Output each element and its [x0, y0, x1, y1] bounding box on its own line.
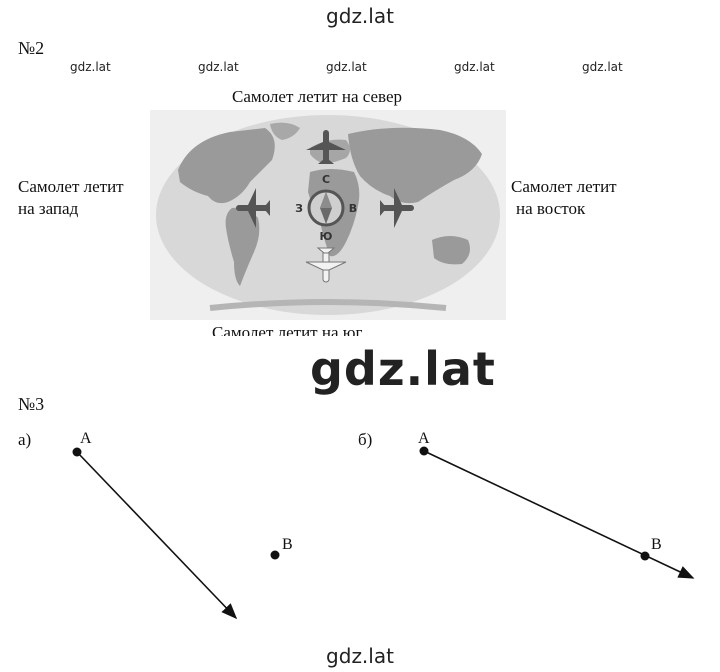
- label-b-b: B: [651, 536, 662, 553]
- caption-west: Самолет летит на запад: [18, 176, 124, 220]
- caption-east-line-2: на восток: [516, 199, 586, 218]
- compass-e: В: [349, 202, 357, 215]
- caption-south-cover: [200, 336, 420, 344]
- plane-west-icon: [236, 188, 270, 228]
- greenland: [270, 122, 300, 140]
- world-map-graphic: С З В Ю: [156, 115, 500, 315]
- antarctica: [209, 299, 447, 311]
- label-a-a: A: [80, 430, 92, 447]
- asia: [348, 127, 482, 204]
- watermark-row-5: gdz.lat: [582, 60, 623, 74]
- label-a-b: B: [282, 536, 293, 553]
- watermark-row-3: gdz.lat: [326, 60, 367, 74]
- task-2-number: №2: [18, 38, 45, 58]
- australia: [432, 236, 470, 265]
- watermark-top: gdz.lat: [326, 4, 394, 28]
- watermark-row-4: gdz.lat: [454, 60, 495, 74]
- south-america: [225, 207, 260, 286]
- caption-east-line-1: Самолет летит: [511, 177, 617, 196]
- point-a-b: [270, 550, 280, 560]
- watermark-row-2: gdz.lat: [198, 60, 239, 74]
- label-b-a: A: [418, 430, 430, 447]
- plane-east-icon: [380, 188, 414, 228]
- watermark-row-1: gdz.lat: [70, 60, 111, 74]
- caption-east: Самолет летит на восток: [511, 176, 617, 220]
- plane-south-icon: [305, 247, 347, 283]
- vector-a: [76, 451, 238, 620]
- task-3b-label: б): [358, 430, 373, 449]
- caption-west-line-1: Самолет летит: [18, 177, 124, 196]
- point-a-a: [72, 447, 82, 457]
- task-3-number: №3: [18, 394, 45, 414]
- point-b-a: [419, 446, 429, 456]
- caption-north: Самолет летит на север: [232, 87, 403, 106]
- plane-north-icon: [306, 130, 346, 164]
- task-3a-label: а): [18, 430, 32, 449]
- compass-s: Ю: [320, 230, 333, 243]
- world-map: С З В Ю: [150, 110, 506, 320]
- caption-west-line-2: на запад: [18, 199, 79, 218]
- watermark-big: gdz.lat: [310, 342, 496, 396]
- compass-needle-north: [320, 192, 332, 208]
- watermark-bottom: gdz.lat: [326, 644, 394, 668]
- compass-n: С: [322, 173, 330, 186]
- north-america: [178, 128, 275, 204]
- compass-w: З: [295, 202, 303, 215]
- point-b-b: [640, 551, 650, 561]
- vector-b: [423, 450, 695, 579]
